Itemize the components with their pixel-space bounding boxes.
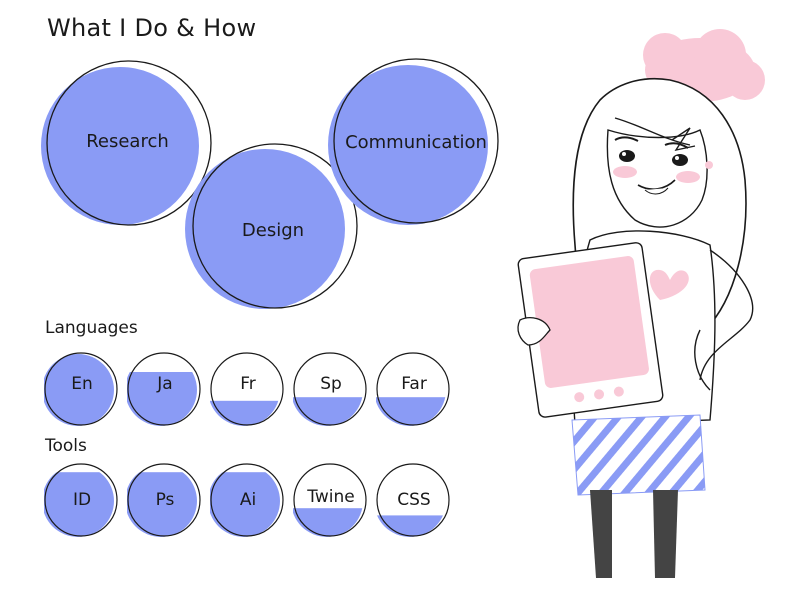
level-gauge <box>376 463 450 537</box>
level-gauge <box>293 352 367 426</box>
level-ring <box>127 352 201 426</box>
language-label: Fr <box>240 374 256 394</box>
tool-label: ID <box>72 490 92 510</box>
language-sp: Sp <box>293 352 369 428</box>
tool-twine: Twine <box>293 463 369 539</box>
level-ring <box>293 352 367 426</box>
level-fill <box>44 472 114 537</box>
level-gauge <box>44 352 118 426</box>
level-ring <box>44 352 118 426</box>
language-label: Far <box>401 374 427 394</box>
languages-heading: Languages <box>45 318 138 338</box>
circle-shape <box>41 60 212 226</box>
level-gauge <box>127 352 201 426</box>
level-fill <box>376 515 446 537</box>
language-label: Ja <box>157 374 173 394</box>
level-fill <box>210 472 280 537</box>
language-far: Far <box>376 352 452 428</box>
tool-label: CSS <box>397 490 431 510</box>
level-ring <box>376 352 450 426</box>
girl-holding-tablet-icon <box>480 20 780 599</box>
level-fill <box>44 354 114 426</box>
level-fill <box>293 508 363 537</box>
level-ring <box>376 463 450 537</box>
level-ring <box>127 463 201 537</box>
languages-row: En Ja Fr Sp Far <box>44 352 464 428</box>
tool-label: Ps <box>155 490 175 510</box>
language-en: En <box>44 352 120 428</box>
language-label: En <box>71 374 93 394</box>
tool-ai: Ai <box>210 463 286 539</box>
tools-heading: Tools <box>45 436 87 456</box>
skill-circle-label: Research <box>86 131 169 152</box>
level-gauge <box>210 463 284 537</box>
illustration-drawing <box>517 29 765 578</box>
level-fill <box>127 472 197 537</box>
skill-circle-research: Research <box>40 60 212 226</box>
tools-row: ID Ps Ai Twine CSS <box>44 463 464 539</box>
circle-shape <box>328 58 499 225</box>
skill-circle-label: Design <box>241 220 305 241</box>
tool-label: Ai <box>239 490 257 510</box>
skill-circle-communication: Communication <box>328 58 500 225</box>
circle-shape <box>185 143 358 309</box>
skill-circle-label: Communication <box>345 132 487 153</box>
language-label: Sp <box>320 374 342 394</box>
page-title: What I Do & How <box>47 14 257 42</box>
tool-id: ID <box>44 463 120 539</box>
tool-css: CSS <box>376 463 452 539</box>
level-ring <box>210 463 284 537</box>
level-gauge <box>293 463 367 537</box>
tool-label: Twine <box>307 487 355 507</box>
skill-circle-design: Design <box>183 143 358 309</box>
level-gauge <box>210 352 284 426</box>
level-ring <box>44 463 118 537</box>
level-gauge <box>44 463 118 537</box>
language-fr: Fr <box>210 352 286 428</box>
tool-ps: Ps <box>127 463 203 539</box>
level-gauge <box>127 463 201 537</box>
level-ring <box>210 352 284 426</box>
level-gauge <box>376 352 450 426</box>
level-ring <box>293 463 367 537</box>
language-ja: Ja <box>127 352 203 428</box>
